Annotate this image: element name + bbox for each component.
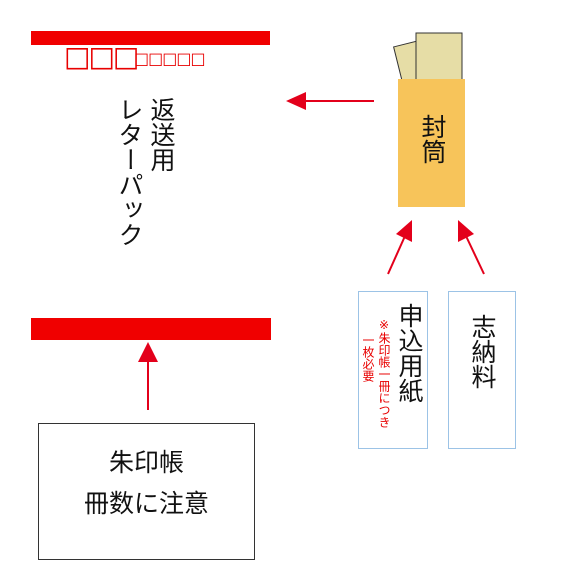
goshuincho-box bbox=[38, 423, 255, 560]
application-form-box bbox=[358, 291, 428, 449]
envelope-label: 封筒 bbox=[418, 114, 447, 164]
application-form-label: 申込用紙 bbox=[395, 303, 424, 403]
letter-pack-top-bar bbox=[31, 31, 270, 45]
arrow-goshuincho-to-letter-pack bbox=[138, 342, 158, 410]
donation-box bbox=[448, 291, 516, 449]
application-form-note-line2: 一枚必要 bbox=[361, 334, 375, 382]
goshuincho-line1: 朱印帳 bbox=[108, 448, 184, 477]
arrow-form-to-envelope bbox=[387, 220, 412, 275]
application-form-note-line1: ※朱印帳一冊につき bbox=[377, 318, 391, 428]
envelope-box bbox=[398, 79, 465, 207]
letter-pack-bottom-bar bbox=[31, 318, 271, 340]
arrow-envelope-to-letter-pack bbox=[286, 92, 374, 110]
letter-pack-label-line2: レターパック bbox=[115, 97, 144, 247]
arrow-donation-to-envelope bbox=[458, 220, 485, 275]
goshuincho-line2: 冊数に注意 bbox=[83, 489, 209, 518]
stamp-boxes-small: □□□□□ bbox=[134, 49, 206, 68]
letter-pack-label-line1: 返送用 bbox=[147, 97, 176, 172]
stamp-boxes-large: □□□ bbox=[64, 40, 139, 73]
donation-label: 志納料 bbox=[468, 314, 497, 389]
